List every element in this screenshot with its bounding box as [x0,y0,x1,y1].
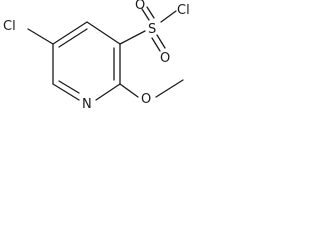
chemical-structure: Cl N O S O O Cl [3,0,190,112]
bond-s-o-top-b [146,6,155,19]
bond-c6-n1 [52,83,80,101]
bond-c3-c4 [86,21,121,45]
atom-label-o-methoxy: O [141,92,151,107]
atom-label-o-sulfonyl-top: O [135,0,145,13]
bond-s-o-top-a [141,8,150,21]
atom-label-cl-ring: Cl [3,19,16,34]
bond-c4-c5-inner [58,28,88,48]
pyridine-ring [52,21,121,101]
bond-c2-o [119,83,139,98]
atom-label-o-sulfonyl-bottom: O [160,51,170,66]
bond-c6-n1-inner [58,80,80,94]
bond-n1-c2 [95,83,121,101]
atom-label-cl-sulfonyl: Cl [177,3,190,18]
bond-c4-c5 [52,21,88,45]
atom-label-s: S [148,22,156,37]
bond-c5-cl [27,28,54,45]
atom-label-n-ring: N [82,97,92,112]
atom-labels: Cl N O S O O Cl [3,0,190,112]
bond-c3-s [119,30,146,45]
bond-o-methyl [155,79,184,98]
substituent-bonds [27,6,184,98]
bond-s-cl [160,10,177,23]
bond-s-o-bottom-a [151,37,161,52]
bond-s-o-bottom-b [156,34,166,49]
